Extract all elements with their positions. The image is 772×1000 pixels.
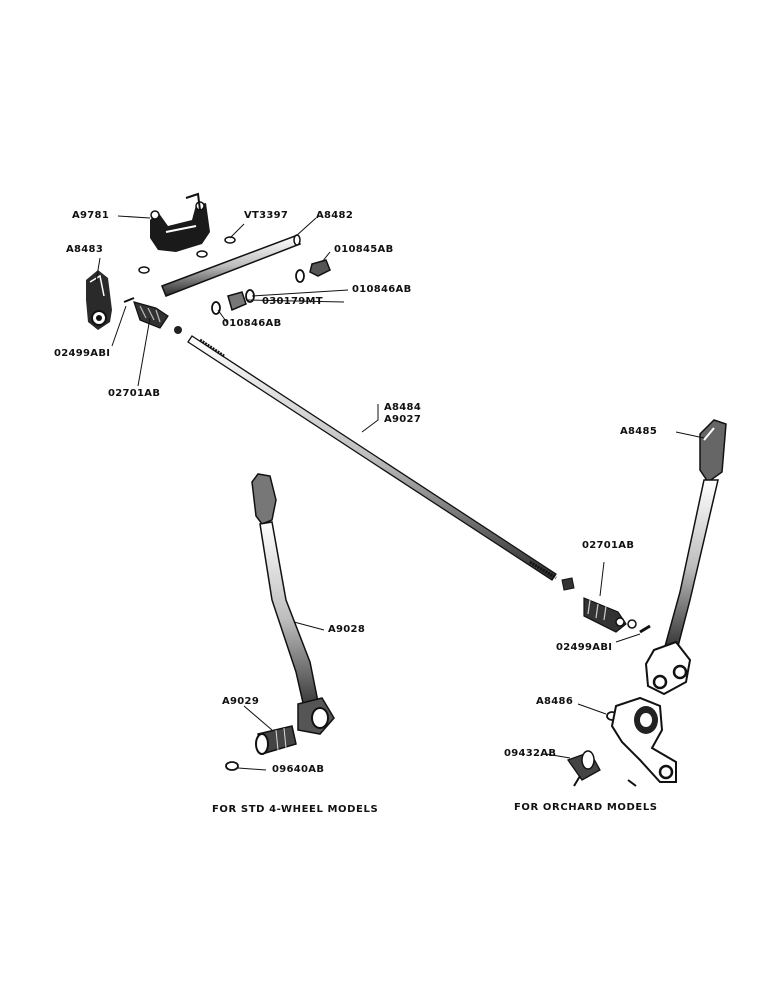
label-010846ab-upper: 010846AB bbox=[352, 284, 412, 295]
label-a8484: A8484 bbox=[384, 402, 422, 413]
label-02701ab-left: 02701AB bbox=[108, 388, 161, 399]
label-02499abi-left: 02499ABI bbox=[54, 348, 111, 359]
shifter-arm-part bbox=[86, 270, 112, 330]
pin-part bbox=[138, 266, 150, 274]
nut-part bbox=[561, 577, 575, 591]
label-a8483: A8483 bbox=[66, 244, 104, 255]
shifter-fork-part bbox=[150, 192, 210, 252]
shifter-rail-part bbox=[161, 234, 302, 297]
pin-part bbox=[224, 236, 236, 244]
pin-part bbox=[627, 779, 637, 787]
label-a8486: A8486 bbox=[536, 696, 574, 707]
shift-lever-orchard-part bbox=[644, 419, 727, 696]
label-a9028: A9028 bbox=[328, 624, 366, 635]
control-rod-part bbox=[187, 335, 557, 581]
bushing-part bbox=[211, 289, 255, 315]
clip-part bbox=[225, 761, 239, 771]
label-vt3397: VT3397 bbox=[244, 210, 289, 221]
leader-lines bbox=[95, 215, 705, 771]
label-a9781: A9781 bbox=[72, 210, 110, 221]
shaft-part bbox=[255, 725, 297, 755]
label-a9029: A9029 bbox=[222, 696, 260, 707]
label-a9027: A9027 bbox=[384, 414, 422, 425]
nut-part bbox=[295, 259, 331, 283]
pin-part bbox=[639, 624, 651, 634]
nut-part bbox=[174, 326, 182, 334]
label-010846ab-lower: 010846AB bbox=[222, 318, 282, 329]
label-030179mt: 030179MT bbox=[262, 296, 323, 307]
pin-part bbox=[196, 250, 208, 258]
label-02701ab-right: 02701AB bbox=[582, 540, 635, 551]
label-09640ab: 09640AB bbox=[272, 764, 325, 775]
label-010845ab: 010845AB bbox=[334, 244, 394, 255]
label-02499abi-right: 02499ABI bbox=[556, 642, 613, 653]
label-09432ab: 09432AB bbox=[504, 748, 557, 759]
caption-orchard-models: FOR ORCHARD MODELS bbox=[514, 802, 658, 813]
clevis-part bbox=[583, 597, 637, 633]
label-a8482: A8482 bbox=[316, 210, 354, 221]
label-a8485: A8485 bbox=[620, 426, 658, 437]
bracket-part bbox=[606, 696, 677, 783]
shift-lever-std-part bbox=[251, 473, 335, 735]
clevis-part bbox=[123, 297, 169, 329]
pin-09432ab-part bbox=[566, 750, 601, 787]
caption-std-models: FOR STD 4-WHEEL MODELS bbox=[212, 804, 379, 815]
